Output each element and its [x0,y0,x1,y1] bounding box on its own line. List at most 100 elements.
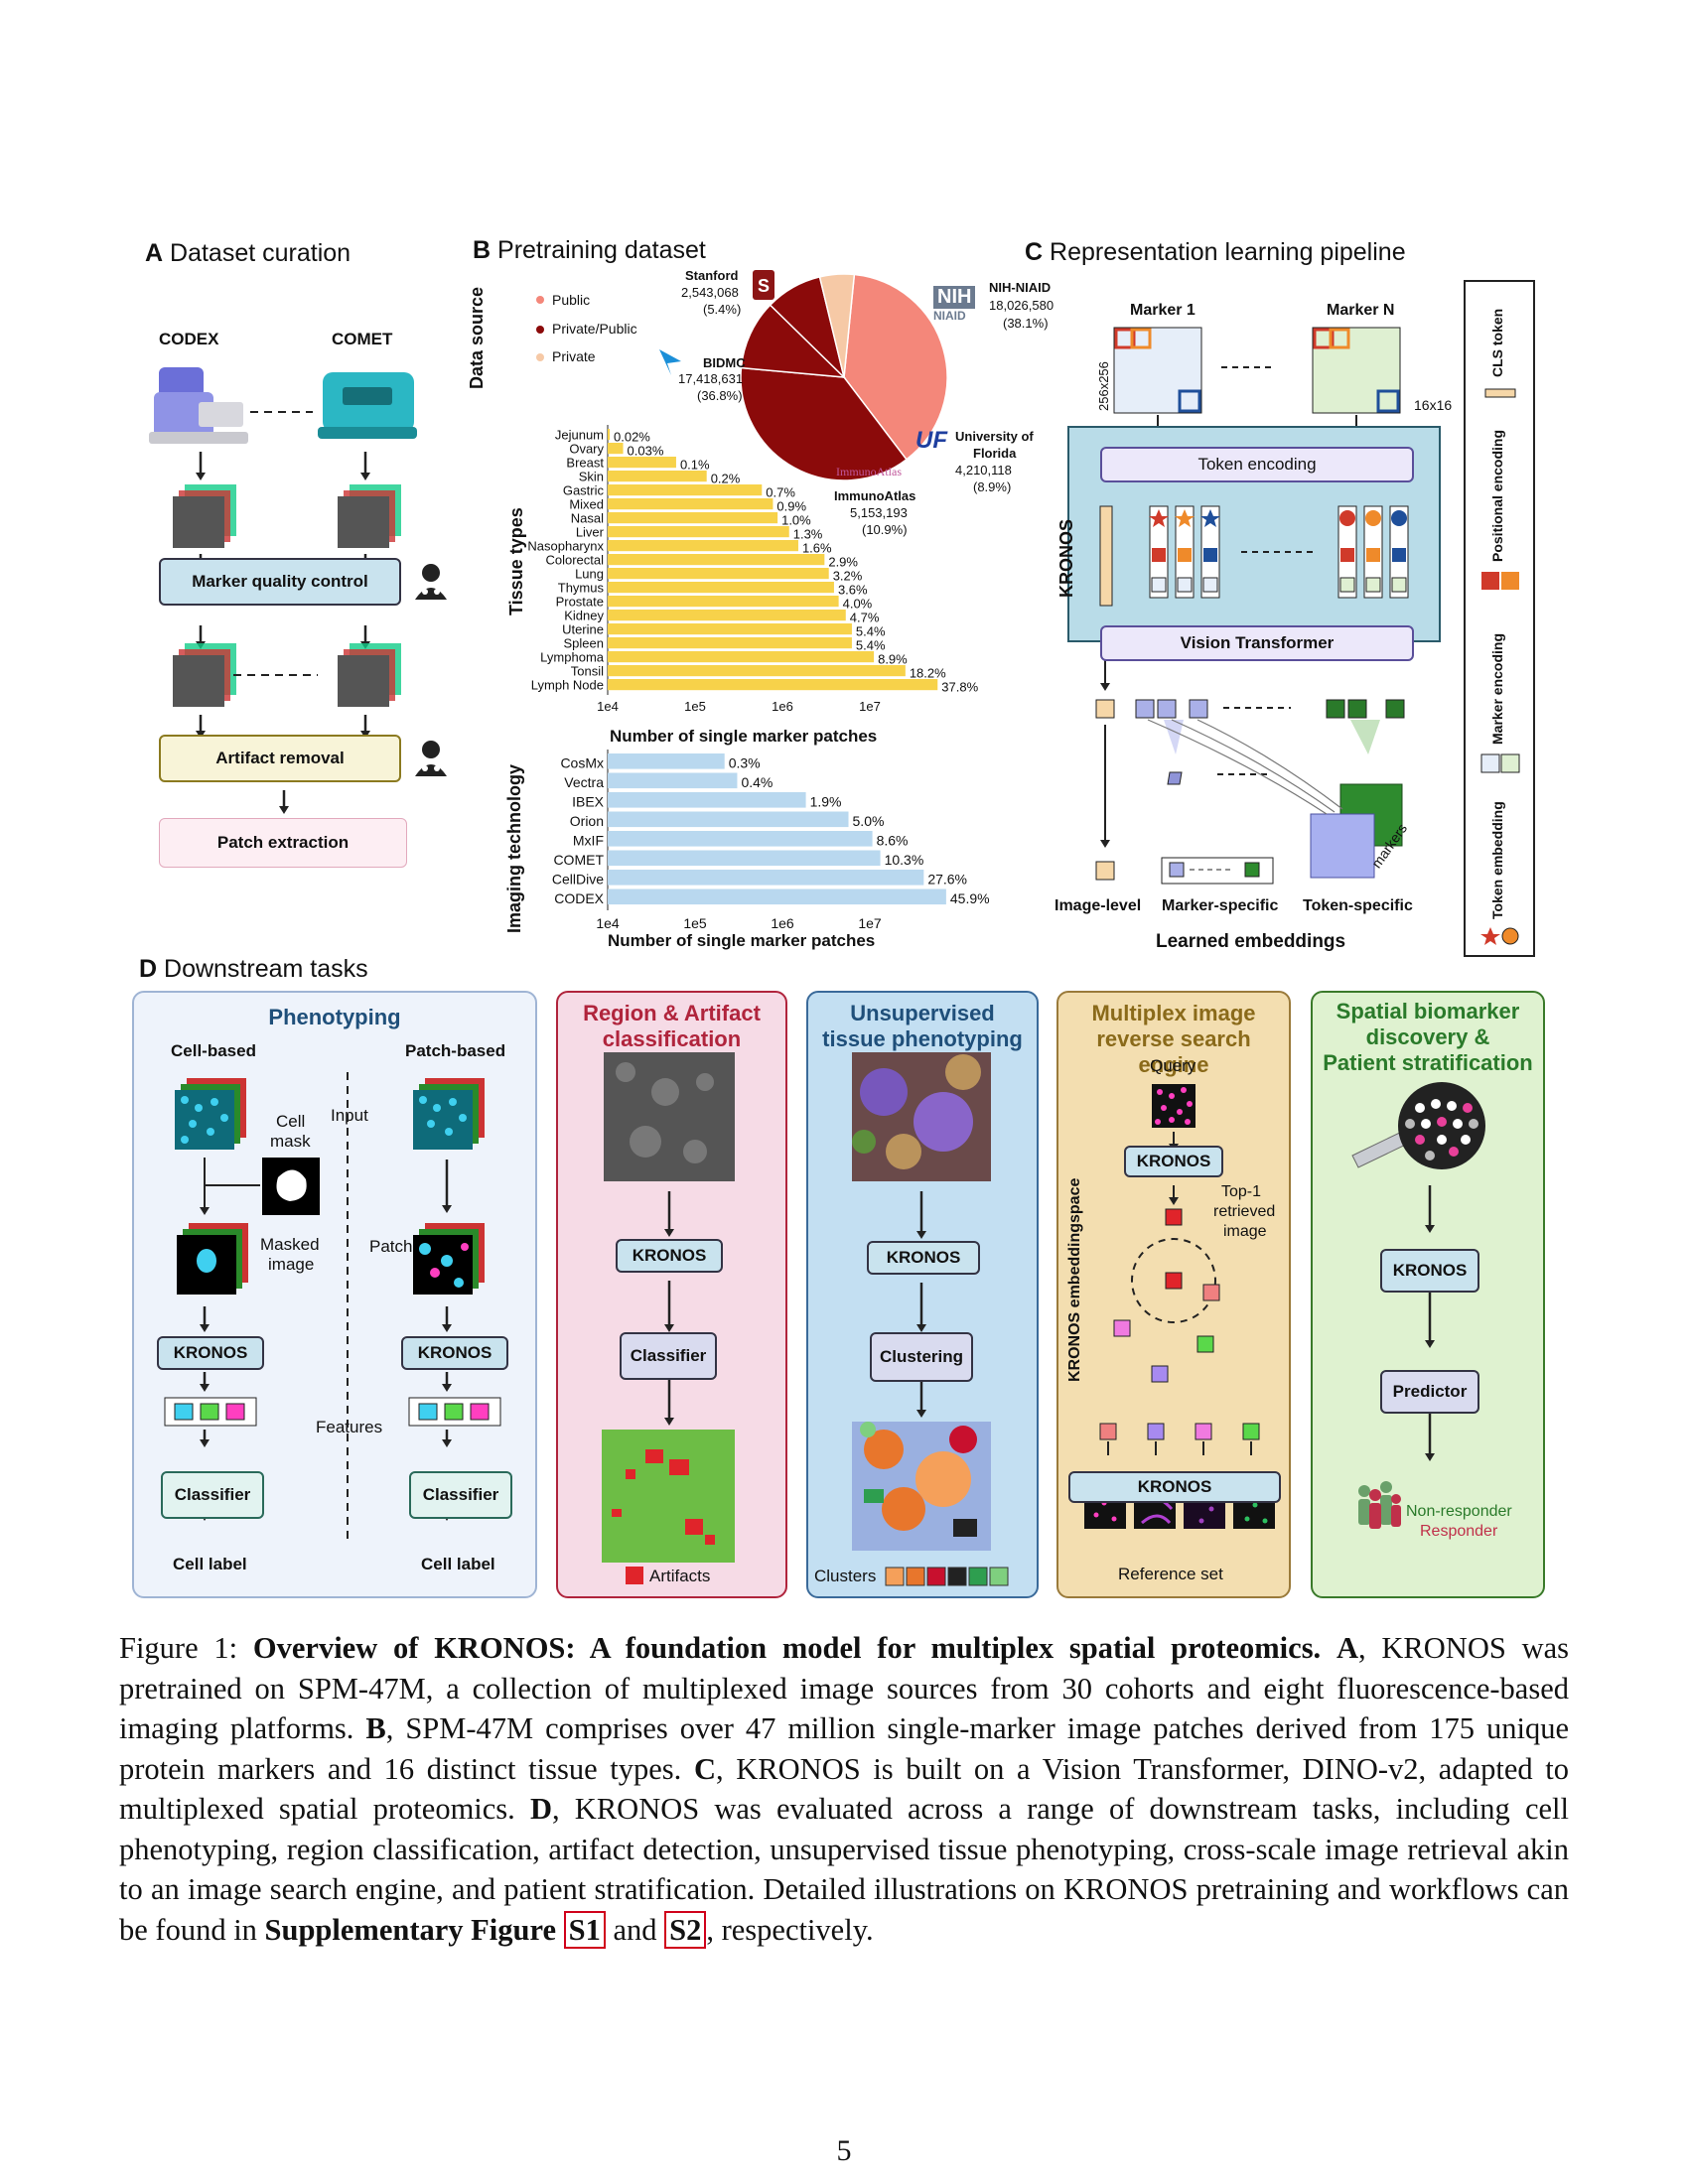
features-label: Features [316,1418,383,1436]
bar-skin [608,471,707,482]
bar-orion [608,811,849,828]
phenotyping-graphics [164,1072,501,1539]
search-title-line2: reverse search engine [1096,1026,1251,1077]
legend-private-public: Private/Public [552,321,637,337]
bar-liver [608,526,789,538]
category-label: Uterine [562,622,604,637]
category-label: Orion [570,813,604,829]
tick-label: 1e5 [684,699,706,714]
value-label: 0.2% [711,472,741,486]
category-label: Vectra [564,774,604,790]
svg-text:S: S [758,276,770,296]
value-label: 45.9% [950,890,990,906]
cell-label-left: Cell label [173,1555,247,1573]
bidmc-count: 17,418,631 [678,371,744,386]
value-label: 4.7% [850,611,880,625]
legend-private: Private [552,348,596,364]
cell-mask-label-2: mask [270,1132,311,1151]
pie-slice-bidmc [740,366,908,481]
caption-title: Overview of KRONOS: A foundation model f… [252,1631,1322,1665]
tick-label: 1e5 [683,915,707,931]
value-label: 0.4% [741,774,773,790]
tick-label: 1e4 [596,915,620,931]
panel-c-title: C Representation learning pipeline [1025,238,1406,266]
value-label: 5.4% [856,638,886,653]
bar-cosmx [608,753,725,769]
spatial-title-line1: Spatial biomarker [1336,999,1520,1024]
supp-figure-s2-link[interactable]: S2 [664,1910,707,1949]
value-label: 0.03% [628,444,664,459]
unsup-title-line1: Unsupervised [850,1001,995,1025]
page-number: 5 [836,2134,852,2167]
patch-based-label: Patch-based [405,1041,506,1060]
category-label: IBEX [572,794,605,810]
artifact-removal-box: Artifact removal [159,735,401,782]
patch-label: Patch [369,1237,413,1256]
legend-public: Public [552,292,591,308]
supp-figure-s1-link[interactable]: S1 [563,1910,606,1949]
bar-colorectal [608,554,825,566]
uf-percent: (8.9%) [973,479,1012,494]
clustering-box: Clustering [870,1332,973,1382]
search-kronos-box: KRONOS [1124,1146,1223,1177]
unsup-graphics [852,1052,991,1551]
value-label: 37.8% [941,680,978,695]
bar-uterine [608,623,852,635]
search-graphics [1084,1084,1275,1529]
cell-mask-label-1: Cell [276,1112,306,1131]
legend-positional-encoding: Positional encoding [1489,429,1505,562]
unsup-kronos-box: KRONOS [867,1241,980,1275]
curator-icon-1 [415,564,447,600]
query-label: Query [1150,1056,1196,1075]
region-kronos-box: KRONOS [616,1239,723,1273]
uf-label-line1: University of [955,429,1034,444]
data-source-axis-label: Data source [467,286,487,389]
pheno-classifier-box-right: Classifier [409,1471,512,1519]
bar-nasal [608,512,778,524]
tick-label: 1e7 [858,915,882,931]
nih-count: 18,026,580 [989,298,1055,313]
category-label: Prostate [556,595,604,610]
uf-logo-icon: UF [915,427,947,454]
masked-image-label-2: image [268,1255,315,1274]
bar-jejunum [608,429,610,441]
value-label: 0.9% [776,499,806,514]
uf-label-line2: Florida [973,446,1017,461]
vision-transformer-box: Vision Transformer [1100,625,1414,661]
panel-d-title: D Downstream tasks [139,955,368,983]
bar-spleen [608,637,852,649]
bar-comet [608,850,881,867]
bar-prostate [608,596,839,608]
caption-fig: Figure 1: [119,1631,238,1665]
cluster-swatch [947,1567,967,1586]
comet-instrument-icon [318,372,417,439]
codex-image-stack [173,484,236,548]
embedding-legend-box [1464,280,1535,957]
value-label: 3.6% [838,583,868,598]
bar-codex [608,888,946,905]
input-label: Input [331,1106,368,1125]
stanford-logo-icon: S [753,270,774,300]
top1-label-3: image [1223,1223,1267,1240]
tick-label: 1e6 [772,699,793,714]
bar-lymph-node [608,679,938,691]
bar-gastric [608,484,763,496]
tick-label: 1e4 [597,699,619,714]
spatial-title-line2: discovery & [1365,1024,1490,1049]
clusters-label: Clusters [814,1567,877,1585]
category-label: Mixed [569,497,604,512]
cluster-swatch [926,1567,946,1586]
value-label: 0.02% [614,430,650,445]
uf-count: 4,210,118 [955,463,1012,478]
cluster-swatch [989,1567,1009,1586]
comet-image-stack [338,484,401,548]
tissue-xlabel: Number of single marker patches [610,727,878,746]
category-label: MxIF [573,833,604,849]
pie-slice-nih-niaid [843,273,948,461]
marker-1-label: Marker 1 [1130,302,1196,319]
category-label: Breast [566,456,604,471]
category-label: Kidney [564,609,604,623]
masked-image-label-1: Masked [260,1235,320,1254]
source-legend [536,296,544,361]
